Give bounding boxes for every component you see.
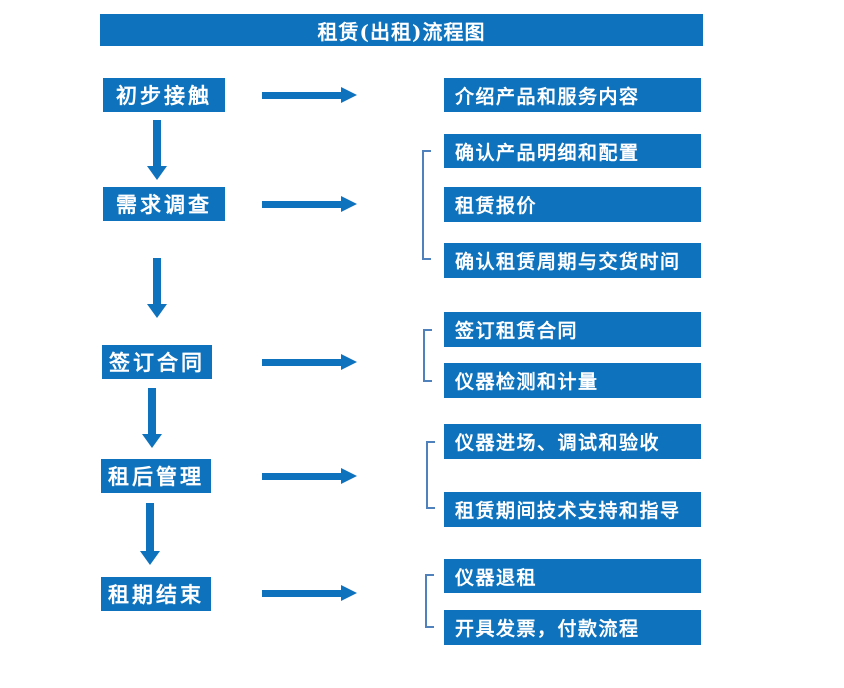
step-box-3: 签订合同 xyxy=(102,345,212,379)
detail-label: 开具发票，付款流程 xyxy=(455,618,640,640)
detail-box-confirm-period-delivery: 确认租赁周期与交货时间 xyxy=(444,243,701,278)
right-arrow-step1 xyxy=(262,87,357,103)
detail-label: 租赁报价 xyxy=(455,195,538,217)
detail-label: 租赁期间技术支持和指导 xyxy=(455,500,681,522)
detail-label: 确认产品明细和配置 xyxy=(455,141,640,164)
step-label-5: 租期结束 xyxy=(108,582,204,607)
right-arrow-step2 xyxy=(262,196,357,212)
detail-box-invoice-payment: 开具发票，付款流程 xyxy=(444,610,701,645)
step-label-3: 签订合同 xyxy=(109,350,205,375)
down-arrow-step3-step4 xyxy=(142,388,162,448)
bracket-group-5 xyxy=(425,574,434,628)
step-label-2: 需求调查 xyxy=(116,192,212,217)
right-arrow-step3 xyxy=(262,354,357,370)
bracket-group-4 xyxy=(426,441,435,509)
flowchart-title: 租赁(出租)流程图 xyxy=(100,14,703,46)
detail-label: 仪器进场、调试和验收 xyxy=(455,432,661,454)
right-arrow-step5 xyxy=(262,585,357,601)
bracket-group-2 xyxy=(422,150,431,260)
detail-box-confirm-product-config: 确认产品明细和配置 xyxy=(444,134,701,168)
flowchart-title-text: 租赁(出租)流程图 xyxy=(317,19,486,44)
step-label-1: 初步接触 xyxy=(116,83,212,108)
detail-label: 签订租赁合同 xyxy=(455,320,579,342)
down-arrow-step4-step5 xyxy=(140,503,160,565)
detail-label: 确认租赁周期与交货时间 xyxy=(455,251,681,273)
step-box-4: 租后管理 xyxy=(101,459,211,493)
bracket-group-3 xyxy=(423,329,432,382)
step-box-5: 租期结束 xyxy=(101,577,211,611)
detail-box-instrument-setup: 仪器进场、调试和验收 xyxy=(444,424,701,459)
detail-box-rental-quote: 租赁报价 xyxy=(444,187,701,222)
down-arrow-step1-step2 xyxy=(147,120,167,180)
down-arrow-step2-step3 xyxy=(147,258,167,318)
detail-label: 仪器检测和计量 xyxy=(455,371,599,393)
step-box-2: 需求调查 xyxy=(103,187,225,221)
detail-box-instrument-testing: 仪器检测和计量 xyxy=(444,363,701,398)
detail-box-instrument-return: 仪器退租 xyxy=(444,559,701,593)
step-label-4: 租后管理 xyxy=(108,464,204,489)
detail-label: 仪器退租 xyxy=(455,566,538,589)
right-arrow-step4 xyxy=(262,468,357,484)
detail-box-sign-rental-contract: 签订租赁合同 xyxy=(444,312,701,347)
detail-box-tech-support: 租赁期间技术支持和指导 xyxy=(444,492,701,527)
detail-label: 介绍产品和服务内容 xyxy=(455,85,640,108)
detail-box-introduce-products: 介绍产品和服务内容 xyxy=(444,78,701,112)
step-box-1: 初步接触 xyxy=(103,78,225,112)
